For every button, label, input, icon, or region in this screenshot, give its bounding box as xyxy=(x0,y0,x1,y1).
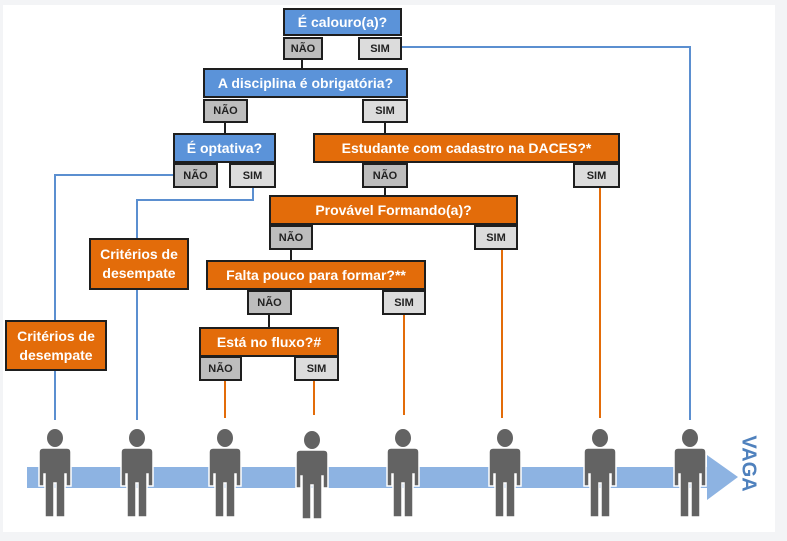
question-obrigatoria: A disciplina é obrigatória? xyxy=(203,68,408,98)
answer-fluxo-no: NÃO xyxy=(199,356,242,381)
question-formando: Provável Formando(a)? xyxy=(269,195,518,225)
person-icon xyxy=(208,429,242,518)
person-icon xyxy=(673,429,707,518)
answer-daces-yes: SIM xyxy=(573,163,620,188)
tiebreak-box-2: Critérios de desempate xyxy=(5,320,107,371)
question-fluxo: Está no fluxo?# xyxy=(199,327,339,357)
person-icon xyxy=(488,429,522,518)
vaga-label: VAGA xyxy=(737,435,760,492)
question-falta-pouco: Falta pouco para formar?** xyxy=(206,260,426,290)
person-icon xyxy=(583,429,617,518)
answer-optativa-yes: SIM xyxy=(229,163,276,188)
answer-fluxo-yes: SIM xyxy=(294,356,339,381)
line-opt-yes xyxy=(136,187,254,420)
answer-optativa-no: NÃO xyxy=(173,163,218,188)
question-optativa: É optativa? xyxy=(173,133,276,163)
answer-obrigatoria-no: NÃO xyxy=(203,99,248,123)
answer-falta-pouco-no: NÃO xyxy=(247,290,292,315)
question-calouro: É calouro(a)? xyxy=(283,8,402,36)
answer-formando-no: NÃO xyxy=(269,225,313,250)
person-icon xyxy=(295,431,329,520)
person-icon xyxy=(38,429,72,518)
question-daces: Estudante com cadastro na DACES?* xyxy=(313,133,620,163)
answer-obrigatoria-yes: SIM xyxy=(362,99,408,123)
person-icon xyxy=(386,429,420,518)
answer-falta-pouco-yes: SIM xyxy=(382,290,426,315)
tiebreak-box-1: Critérios de desempate xyxy=(89,238,189,290)
line-calouro-yes xyxy=(402,46,691,420)
answer-daces-no: NÃO xyxy=(362,163,408,188)
answer-calouro-yes: SIM xyxy=(358,37,402,60)
answer-formando-yes: SIM xyxy=(474,225,518,250)
queue-arrow xyxy=(27,455,738,500)
person-icon xyxy=(120,429,154,518)
line-opt-no xyxy=(54,174,173,420)
answer-calouro-no: NÃO xyxy=(283,37,323,60)
